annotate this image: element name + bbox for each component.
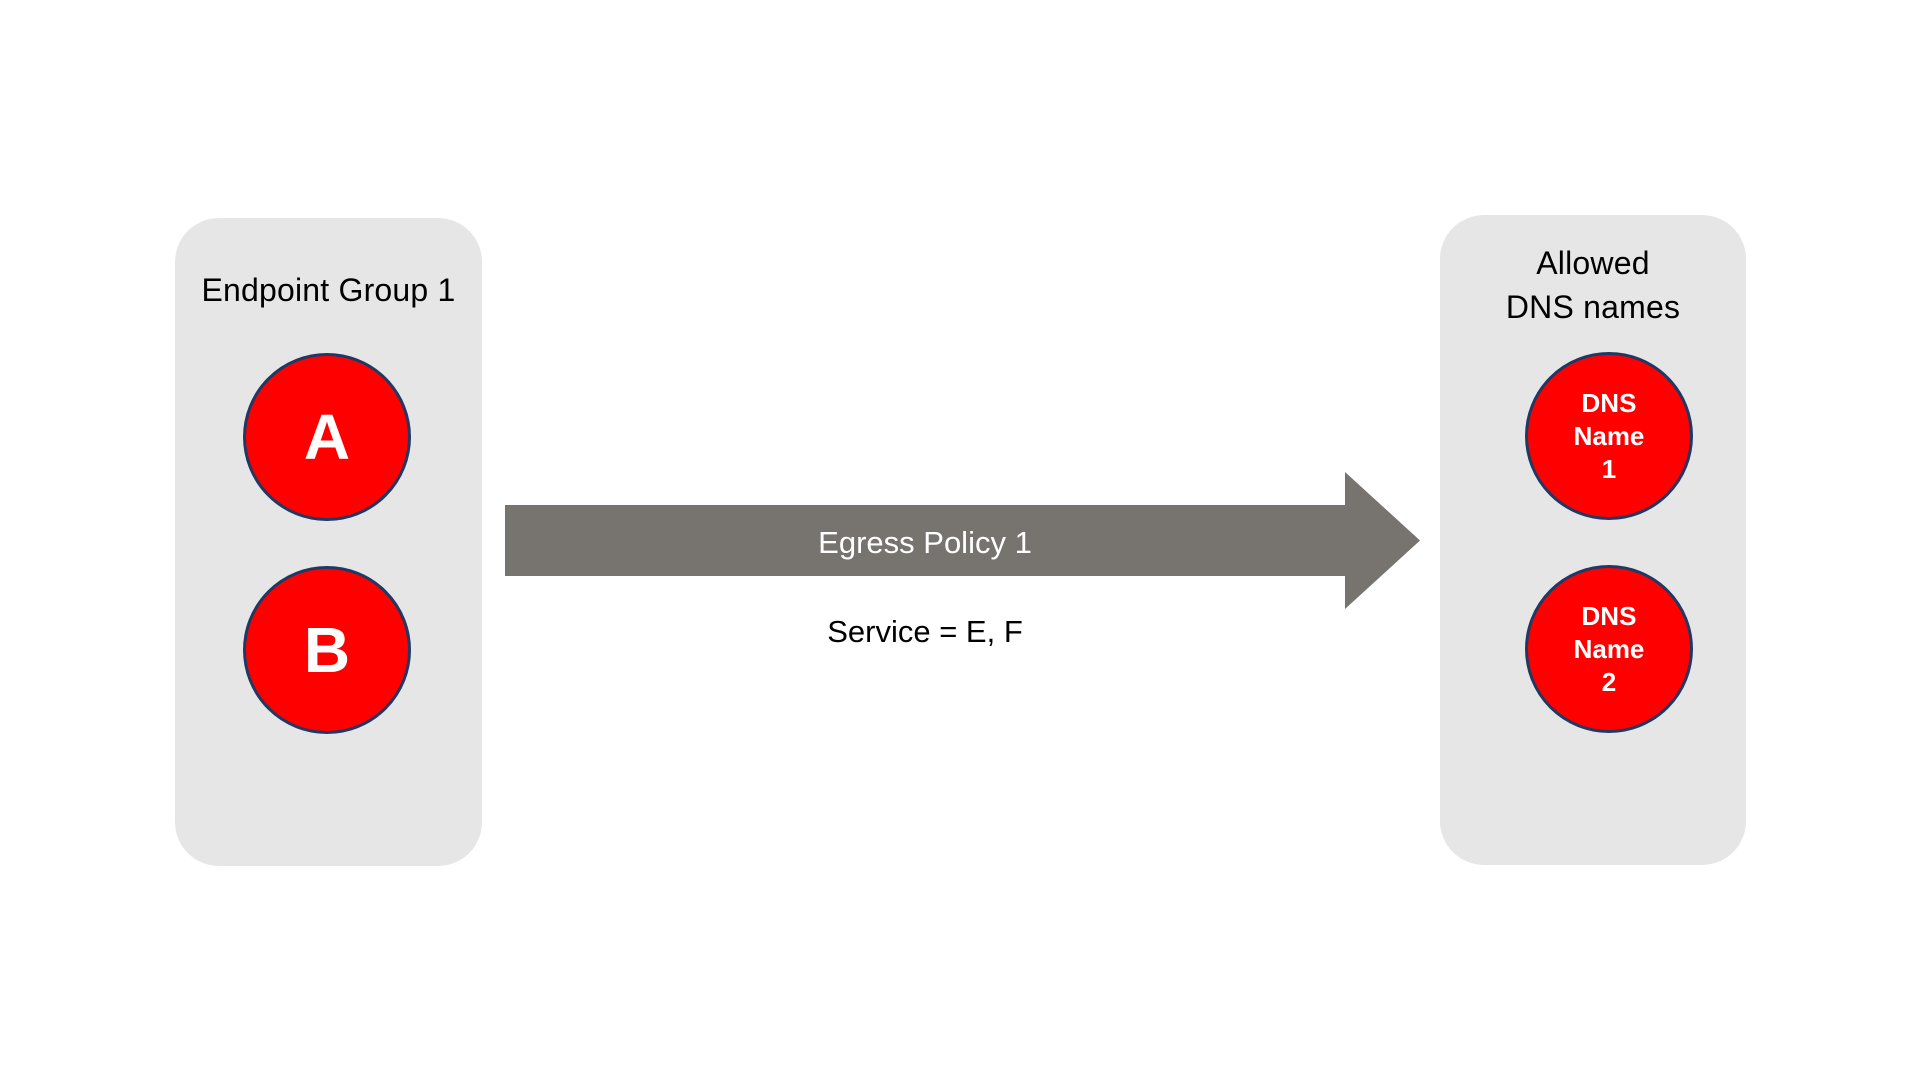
dns-node-2[interactable]: DNS Name 2 — [1525, 565, 1693, 733]
policy-service-label: Service = E, F — [827, 614, 1023, 649]
endpoint-node-b[interactable]: B — [243, 566, 411, 734]
endpoint-group-title: Endpoint Group 1 — [201, 272, 456, 308]
dns-node-1-label: DNS Name 1 — [1573, 387, 1645, 484]
endpoint-group-panel: Endpoint Group 1 A B — [175, 218, 482, 866]
dns-node-1[interactable]: DNS Name 1 — [1525, 352, 1693, 520]
arrow-right-shape — [505, 472, 1420, 609]
allowed-dns-title: Allowed DNS names — [1505, 245, 1681, 325]
endpoint-node-a-label: A — [303, 401, 351, 473]
dns-node-2-label: DNS Name 2 — [1573, 600, 1645, 697]
endpoint-node-a[interactable]: A — [243, 353, 411, 521]
egress-policy-arrow-icon — [505, 472, 1420, 609]
endpoint-node-b-label: B — [303, 614, 351, 686]
allowed-dns-panel: Allowed DNS names DNS Name 1 DNS Name 2 — [1440, 215, 1746, 865]
arrow-right-icon — [505, 472, 1420, 609]
